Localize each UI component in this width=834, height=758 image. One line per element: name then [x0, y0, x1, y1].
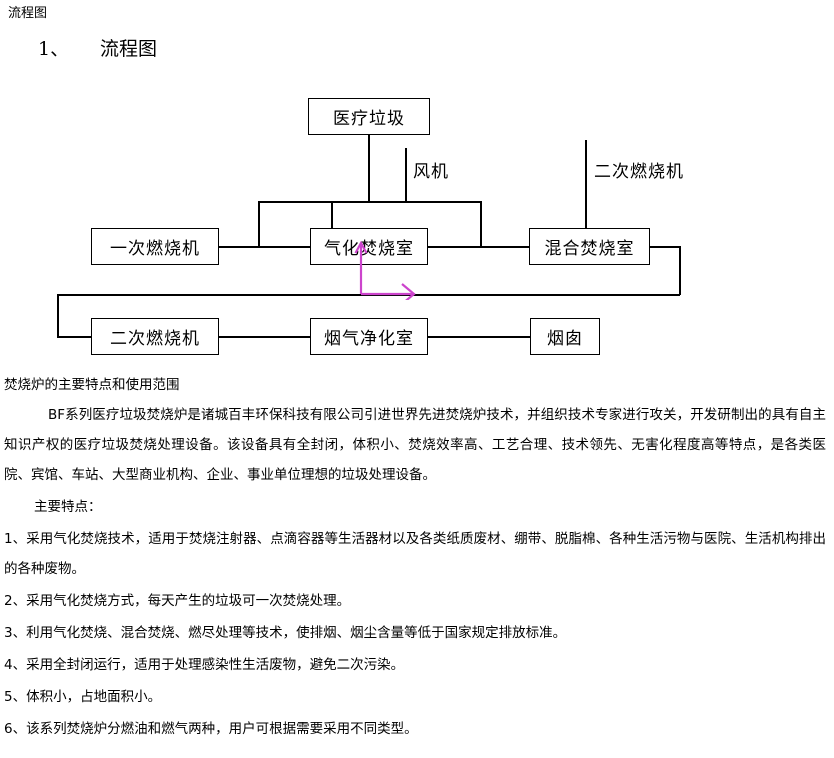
body-subtitle: 焚烧炉的主要特点和使用范围: [4, 377, 180, 393]
connector-gasification-to-mixed: [428, 246, 529, 248]
flow-box-chimney: 烟囱: [530, 318, 600, 355]
document-header-label: 流程图: [8, 6, 48, 21]
accent-flow-arrow-icon: [354, 240, 416, 300]
connector-fan-vertical: [405, 148, 407, 201]
flow-box-mixed-chamber-label: 混合焚烧室: [544, 239, 635, 259]
connector-top-bar-left-drop: [258, 201, 260, 247]
connector-mixed-right-down: [679, 246, 681, 295]
process-flow-diagram: 医疗垃圾 一次燃烧机 气化焚烧室 混合焚烧室 二次燃烧机 烟气净化室 烟囱 风机…: [0, 80, 834, 370]
flow-label-secondary-burner: 二次燃烧机: [594, 162, 684, 182]
connector-top-bar-mid-drop: [331, 201, 333, 229]
connector-feedback-into-secondary: [57, 336, 92, 338]
connector-primary-to-gasification: [219, 246, 310, 248]
flow-box-medical-waste: 医疗垃圾: [308, 98, 430, 135]
feature-item: 2、采用气化焚烧方式，每天产生的垃圾可一次焚烧处理。: [4, 593, 351, 609]
feature-item: 4、采用全封闭运行，适用于处理感染性生活废物，避免二次污染。: [4, 657, 405, 673]
connector-feedback-left-down: [57, 294, 59, 337]
connector-mixed-right-out: [650, 246, 680, 248]
connector-top-bar-right-drop: [480, 201, 482, 247]
article-body: 焚烧炉的主要特点和使用范围 BF系列医疗垃圾焚烧炉是诸城百丰环保科技有限公司引进…: [0, 375, 834, 746]
body-intro-paragraph: BF系列医疗垃圾焚烧炉是诸城百丰环保科技有限公司引进世界先进焚烧炉技术，并组织技…: [4, 407, 826, 483]
connector-medical-waste-down: [368, 135, 370, 201]
connector-top-bar: [258, 201, 482, 203]
flow-box-mixed-chamber: 混合焚烧室: [529, 228, 650, 265]
flow-box-chimney-label: 烟囱: [547, 329, 583, 349]
flow-box-flue-gas-purifier-label: 烟气净化室: [324, 329, 414, 349]
flow-box-primary-burner-label: 一次燃烧机: [110, 239, 200, 259]
section-title: 流程图: [100, 38, 158, 60]
section-number: 1、: [38, 38, 70, 60]
flow-box-flue-gas-purifier: 烟气净化室: [310, 318, 428, 355]
feature-item: 1、采用气化焚烧技术，适用于焚烧注射器、点滴容器等生活器材以及各类纸质废材、绷带…: [4, 531, 826, 577]
connector-secondary-to-purifier: [219, 336, 310, 338]
flow-box-primary-burner: 一次燃烧机: [91, 228, 219, 265]
flow-box-secondary-burner: 二次燃烧机: [91, 318, 219, 355]
connector-secondary-burner-label-vertical: [585, 140, 587, 228]
flow-box-secondary-burner-label: 二次燃烧机: [110, 329, 200, 349]
feature-item: 6、该系列焚烧炉分燃油和燃气两种，用户可根据需要采用不同类型。: [4, 721, 418, 737]
flow-box-medical-waste-label: 医疗垃圾: [333, 109, 405, 129]
flow-box-gasification-chamber-label: 气化焚烧室: [324, 239, 414, 259]
feature-item: 5、体积小，占地面积小。: [4, 689, 162, 705]
features-lead: 主要特点：: [34, 499, 102, 515]
section-heading: 1、 流程图: [38, 36, 157, 62]
flow-label-fan: 风机: [413, 162, 449, 182]
connector-purifier-to-chimney: [428, 336, 530, 338]
flow-box-gasification-chamber: 气化焚烧室: [310, 228, 428, 265]
feature-item: 3、利用气化焚烧、混合焚烧、燃尽处理等技术，使排烟、烟尘含量等低于国家规定排放标…: [4, 625, 567, 641]
